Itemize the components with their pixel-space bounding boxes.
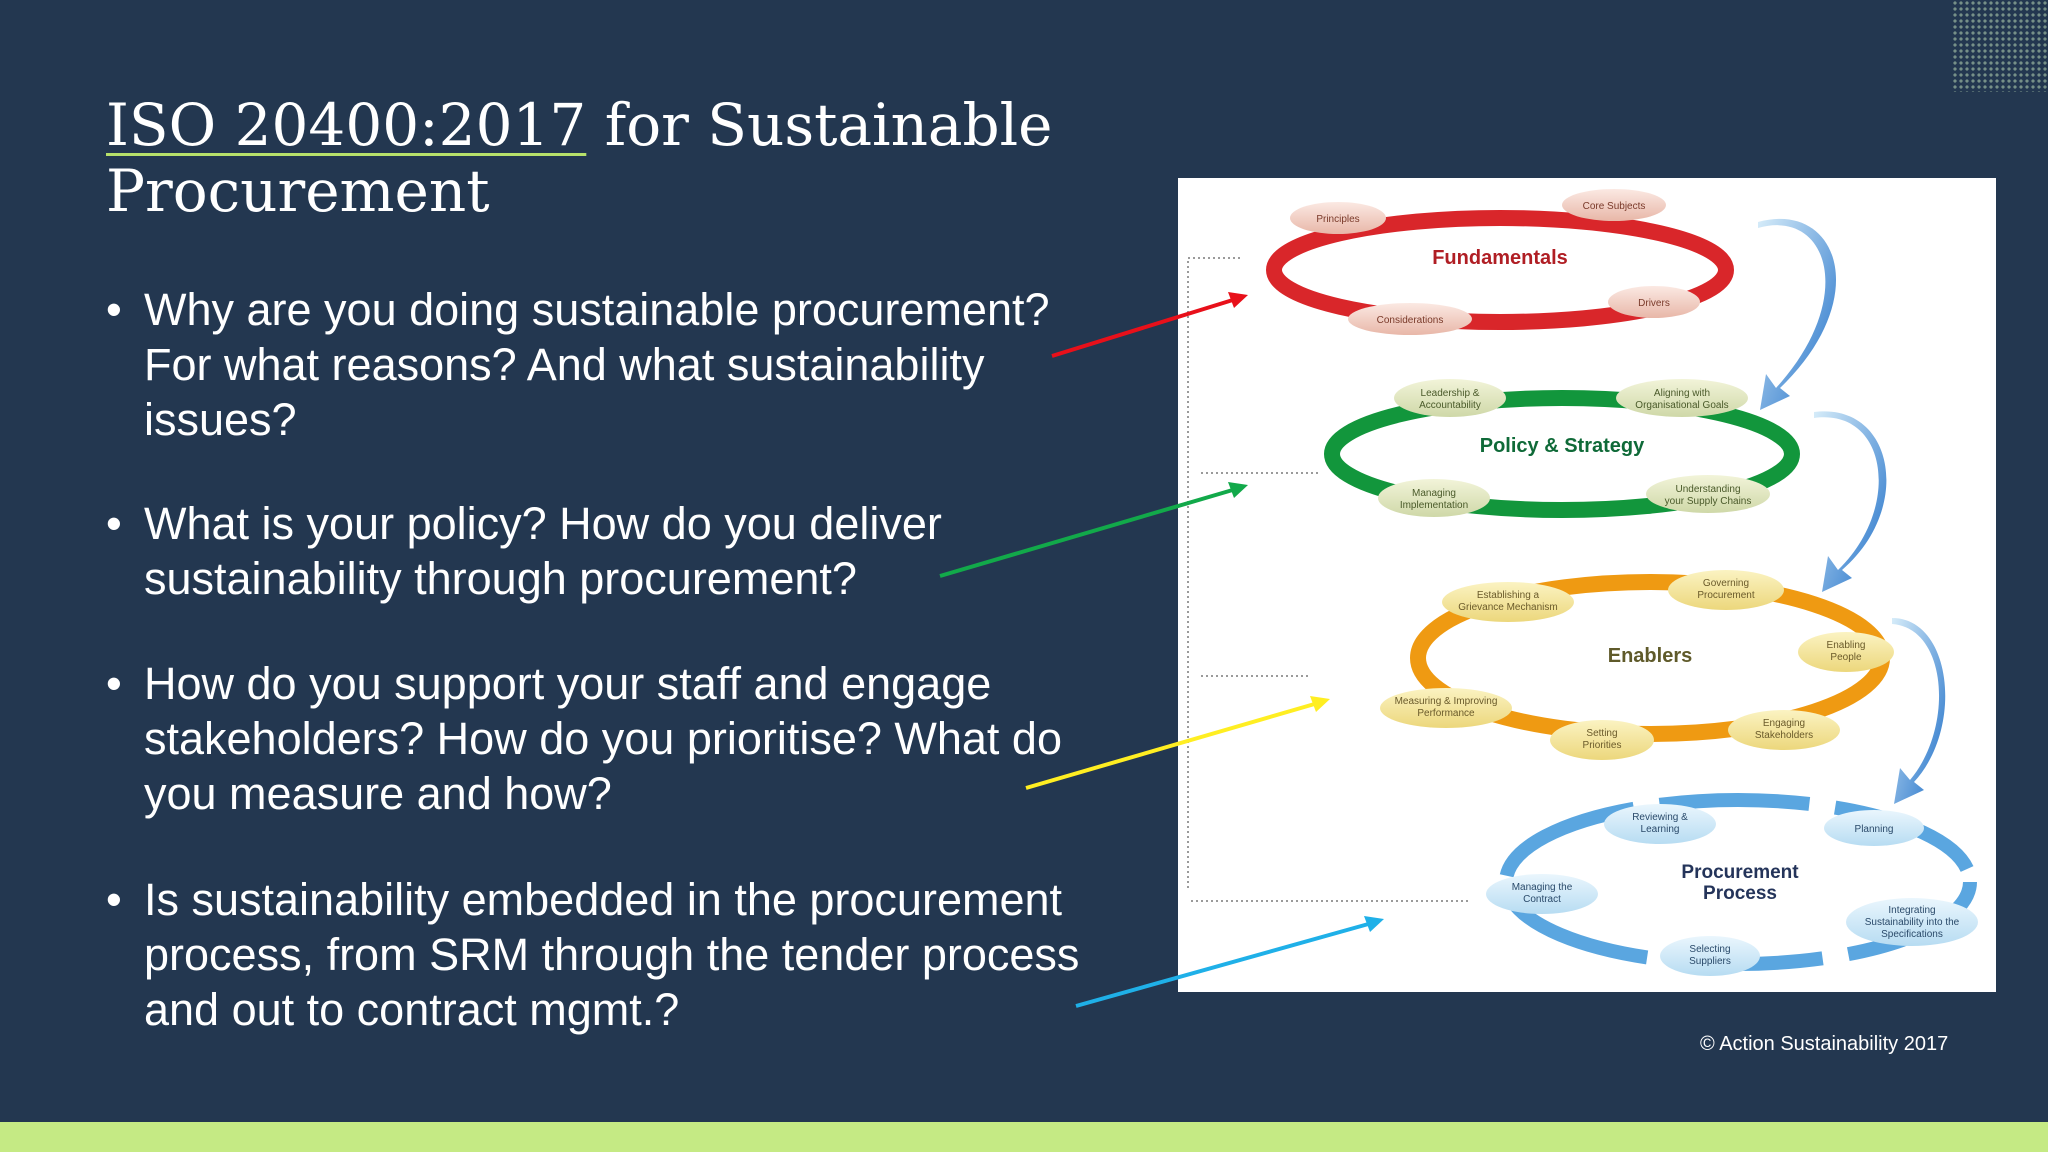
bullet-line: What is your policy? How do you deliver	[144, 498, 942, 549]
fundamentals-ring: Fundamentals Principles Core Subjects Co…	[1266, 189, 1734, 335]
bullet-line: Is sustainability embedded in the procur…	[144, 874, 1063, 925]
bullet-line: Why are you doing sustainable procuremen…	[144, 284, 1050, 335]
bubble-label: Selecting	[1689, 944, 1730, 955]
bubble-label: Priorities	[1583, 740, 1622, 751]
bubble-label: Core Subjects	[1583, 201, 1646, 212]
bubble-label: Managing the	[1512, 882, 1573, 893]
bubble-grievance	[1442, 582, 1574, 622]
bubble-label: Principles	[1316, 214, 1359, 225]
bubble-label: Accountability	[1419, 400, 1481, 411]
enablers-label: Enablers	[1608, 645, 1692, 667]
bubble-label: your Supply Chains	[1665, 496, 1752, 507]
bottom-accent-bar	[0, 1122, 2048, 1152]
bubble-label: Stakeholders	[1755, 730, 1813, 741]
process-label-line1: Procurement	[1681, 862, 1799, 883]
bubble-label: Establishing a	[1477, 590, 1540, 601]
bubble-label: Integrating	[1888, 905, 1935, 916]
bullet-dot: •	[106, 874, 122, 925]
policy-strategy-label: Policy & Strategy	[1480, 435, 1645, 457]
bullet-line: issues?	[144, 394, 297, 445]
bubble-label: Reviewing &	[1632, 812, 1688, 823]
bubble-label: Leadership &	[1421, 388, 1480, 399]
bubble-label: People	[1830, 652, 1862, 663]
bubble-label: Procurement	[1697, 590, 1754, 601]
bullet-dot: •	[106, 658, 122, 709]
bullet-line: How do you support your staff and engage	[144, 658, 992, 709]
bullet-line: For what reasons? And what sustainabilit…	[144, 339, 985, 390]
bubble-managing-contract	[1486, 874, 1598, 914]
bubble-measuring	[1380, 688, 1512, 728]
bubble-label: Specifications	[1881, 929, 1943, 940]
bullet-line: sustainability through procurement?	[144, 553, 857, 604]
bubble-label: Drivers	[1638, 298, 1670, 309]
bubble-setting-priorities	[1550, 720, 1654, 760]
bubble-label: Understanding	[1675, 484, 1740, 495]
bubble-label: Implementation	[1400, 500, 1468, 511]
fundamentals-label: Fundamentals	[1432, 247, 1568, 269]
flow-arrow-3	[1892, 618, 1946, 804]
bubble-principles	[1290, 202, 1386, 234]
bubble-core-subjects	[1562, 189, 1666, 221]
bubble-label: Engaging	[1763, 718, 1805, 729]
bubble-label: Grievance Mechanism	[1458, 602, 1557, 613]
bubble-label: Planning	[1855, 824, 1894, 835]
procurement-process-ring: Procurement Process Reviewing & Learning…	[1486, 793, 1978, 976]
bubble-managing-implementation	[1378, 479, 1490, 517]
bullet-line: and out to contract mgmt.?	[144, 984, 680, 1035]
iso20400-diagram: Fundamentals Principles Core Subjects Co…	[1178, 178, 1996, 992]
bubble-label: Setting	[1586, 728, 1617, 739]
flow-arrows	[1758, 218, 1946, 804]
feedback-dotted-line	[1187, 257, 1468, 902]
bubble-label: Learning	[1641, 824, 1680, 835]
bullet-line: stakeholders? How do you prioritise? Wha…	[144, 713, 1062, 764]
bubble-label: Organisational Goals	[1635, 400, 1728, 411]
bullet-dot: •	[106, 498, 122, 549]
bubble-label: Performance	[1417, 708, 1475, 719]
title-part3: Procurement	[106, 157, 490, 225]
bubble-label: Governing	[1703, 578, 1749, 589]
bubble-label: Measuring & Improving	[1395, 696, 1498, 707]
bubble-label: Managing	[1412, 488, 1456, 499]
bullet-line: you measure and how?	[144, 768, 612, 819]
bubble-integrating	[1846, 898, 1978, 946]
policy-strategy-ring: Policy & Strategy Leadership & Accountab…	[1324, 379, 1800, 518]
bubble-label: Enabling	[1827, 640, 1866, 651]
copyright-text: © Action Sustainability 2017	[1700, 1033, 1949, 1055]
enablers-ring: Enablers Establishing a Grievance Mechan…	[1380, 570, 1894, 760]
flow-arrow-1	[1758, 218, 1837, 410]
slide-title: ISO 20400:2017 for Sustainable Procureme…	[106, 92, 1106, 224]
bubble-reviewing	[1604, 804, 1716, 844]
bubble-leadership	[1394, 379, 1506, 417]
bullet-dot: •	[106, 284, 122, 335]
bubble-considerations	[1348, 303, 1472, 335]
bubble-engaging-stakeholders	[1728, 710, 1840, 750]
process-label-line2: Process	[1703, 883, 1777, 904]
title-link[interactable]: ISO 20400:2017	[106, 91, 587, 159]
title-part2: for Sustainable	[586, 91, 1053, 159]
bubble-label: Contract	[1523, 894, 1561, 905]
bullet-line: process, from SRM through the tender pro…	[144, 929, 1080, 980]
bubble-drivers	[1608, 286, 1700, 318]
bubble-label: Sustainability into the	[1865, 917, 1960, 928]
bubble-enabling-people	[1798, 632, 1894, 672]
bubble-label: Aligning with	[1654, 388, 1710, 399]
bubble-label: Considerations	[1377, 315, 1444, 326]
bubble-selecting-suppliers	[1660, 936, 1760, 976]
bubble-understanding-supply	[1646, 475, 1770, 513]
bubble-label: Suppliers	[1689, 956, 1731, 967]
bubble-governing	[1668, 570, 1784, 610]
bubble-aligning	[1616, 379, 1748, 417]
bubble-planning	[1824, 810, 1924, 846]
dot-pattern-decoration	[1952, 0, 2048, 92]
